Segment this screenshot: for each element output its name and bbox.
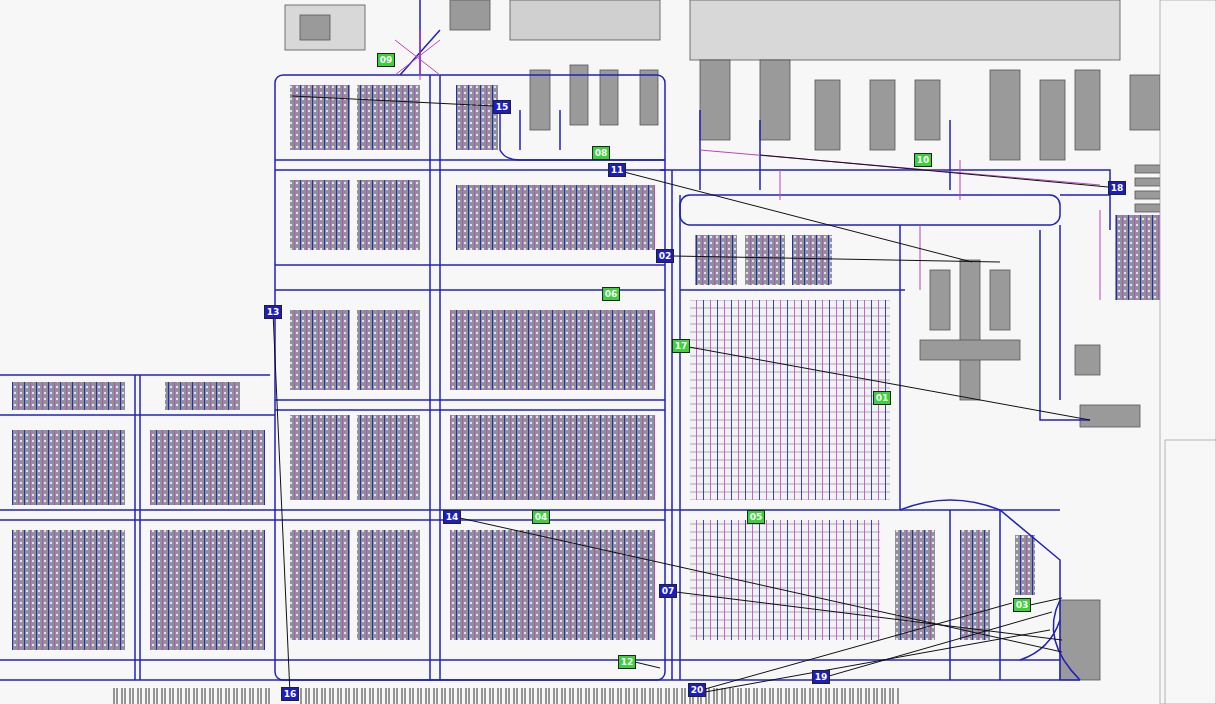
marker-number: 08 xyxy=(595,148,608,158)
marker-number: 13 xyxy=(267,307,280,317)
location-marker: 07 xyxy=(659,584,677,598)
marker-number: 06 xyxy=(605,289,618,299)
leader-connector xyxy=(273,319,289,687)
marker-number: 15 xyxy=(496,102,509,112)
location-marker: 12 xyxy=(618,655,636,669)
marker-number: 11 xyxy=(611,165,624,175)
location-marker: 05 xyxy=(747,510,765,524)
location-marker: 13 xyxy=(264,305,282,319)
marker-number: 16 xyxy=(284,689,297,699)
location-marker: 06 xyxy=(602,287,620,301)
location-marker: 16 xyxy=(281,687,299,701)
marker-number: 04 xyxy=(535,512,548,522)
marker-number: 07 xyxy=(662,586,675,596)
marker-number: 09 xyxy=(380,55,393,65)
marker-number: 05 xyxy=(750,512,763,522)
location-marker: 14 xyxy=(443,510,461,524)
marker-number: 20 xyxy=(691,685,704,695)
marker-number: 01 xyxy=(876,393,889,403)
marker-number: 02 xyxy=(659,251,672,261)
location-marker: 08 xyxy=(592,146,610,160)
marker-number: 10 xyxy=(917,155,930,165)
location-marker: 17 xyxy=(672,339,690,353)
location-marker: 09 xyxy=(377,53,395,67)
location-marker: 18 xyxy=(1108,181,1126,195)
location-marker: 19 xyxy=(812,670,830,684)
marker-number: 17 xyxy=(675,341,688,351)
location-marker: 20 xyxy=(688,683,706,697)
location-marker: 04 xyxy=(532,510,550,524)
location-marker: 11 xyxy=(608,163,626,177)
marker-number: 14 xyxy=(446,512,459,522)
marker-number: 18 xyxy=(1111,183,1124,193)
location-marker: 03 xyxy=(1013,598,1031,612)
location-marker: 02 xyxy=(656,249,674,263)
marker-number: 12 xyxy=(621,657,634,667)
location-marker: 01 xyxy=(873,391,891,405)
location-marker: 10 xyxy=(914,153,932,167)
location-marker: 15 xyxy=(493,100,511,114)
marker-number: 03 xyxy=(1016,600,1029,610)
marker-number: 19 xyxy=(815,672,828,682)
